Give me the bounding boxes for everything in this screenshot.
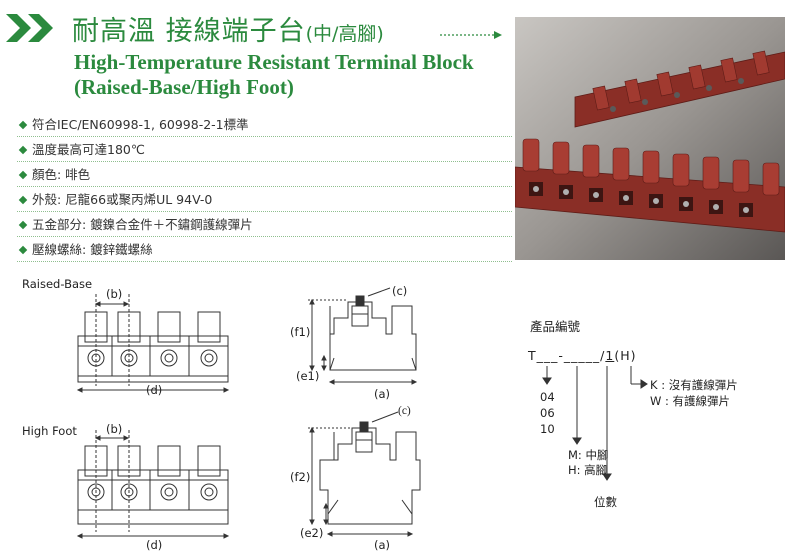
code-spring-k: K : 沒有護線彈片 — [650, 378, 738, 392]
spec-item: 顏色: 啡色 — [17, 162, 512, 187]
code-way-06: 06 — [540, 406, 555, 420]
spec-text: 符合IEC/EN60998-1, 60998-2-1標準 — [32, 117, 249, 132]
raised-base-dim-e1: (e1) — [296, 369, 320, 383]
code-suffix: (H) — [614, 348, 637, 363]
spec-item: 外殼: 尼龍66或聚丙烯UL 94V-0 — [17, 187, 512, 212]
spec-item: 符合IEC/EN60998-1, 60998-2-1標準 — [17, 112, 512, 137]
high-foot-dim-f2: (f2) — [290, 470, 311, 484]
high-foot-front-drawing — [76, 430, 230, 539]
high-foot-side-drawing — [308, 411, 421, 537]
spec-text: 五金部分: 鍍鎳合金件＋不鏽鋼護線彈片 — [32, 217, 253, 232]
page-subtitle-english: (Raised-Base/High Foot) — [74, 75, 294, 99]
high-foot-dim-d: (d) — [146, 538, 163, 552]
double-chevron-icon — [6, 14, 53, 42]
raised-base-front-drawing — [76, 294, 230, 393]
code-prefix: T___-_____/ — [528, 348, 606, 363]
code-height-h: H: 高腳 — [568, 463, 608, 477]
page-title-english: High-Temperature Resistant Terminal Bloc… — [74, 50, 474, 74]
raised-base-side-drawing — [308, 287, 418, 385]
raised-base-dim-c: (c) — [392, 284, 408, 298]
code-spring-w: W : 有護線彈片 — [650, 394, 731, 408]
spec-item: 壓線螺絲: 鍍鋅鐵螺絲 — [17, 237, 512, 262]
high-foot-dim-e2: (e2) — [300, 526, 324, 540]
product-code-title: 產品編號 — [530, 319, 581, 334]
product-code-arrows — [542, 366, 648, 481]
code-one: 1 — [605, 348, 615, 363]
high-foot-dim-b: (b) — [106, 422, 123, 436]
high-foot-dim-a: (a) — [374, 538, 391, 552]
spec-text: 顏色: 啡色 — [32, 167, 91, 182]
code-positions-label: 位數 — [594, 495, 617, 509]
title-zh-main: 耐高溫 接線端子台 — [72, 16, 306, 47]
bullet-diamond-icon — [18, 220, 28, 230]
bullet-diamond-icon — [18, 195, 28, 205]
terminal-block-photo — [515, 17, 785, 260]
raised-base-dim-f1: (f1) — [290, 325, 311, 339]
spec-text: 壓線螺絲: 鍍鋅鐵螺絲 — [32, 242, 153, 257]
code-height-m: M: 中腳 — [568, 448, 609, 462]
bullet-diamond-icon — [18, 245, 28, 255]
code-way-04: 04 — [540, 390, 555, 404]
raised-base-dim-a: (a) — [374, 387, 391, 401]
code-way-10: 10 — [540, 422, 555, 436]
title-zh-sub: (中/高腳) — [305, 23, 384, 45]
bullet-diamond-icon — [18, 120, 28, 130]
raised-base-title: Raised-Base — [22, 277, 93, 291]
high-foot-dim-c: (c) — [398, 405, 411, 417]
raised-base-dim-b: (b) — [106, 287, 123, 301]
bullet-diamond-icon — [18, 170, 28, 180]
bullet-diamond-icon — [18, 145, 28, 155]
spec-item: 五金部分: 鍍鎳合金件＋不鏽鋼護線彈片 — [17, 212, 512, 237]
spec-item: 溫度最高可達180℃ — [17, 137, 512, 162]
dotted-arrow-icon — [440, 31, 502, 39]
page-title-chinese: 耐高溫 接線端子台(中/高腳) — [72, 9, 384, 48]
spec-text: 溫度最高可達180℃ — [32, 142, 145, 157]
spec-list: 符合IEC/EN60998-1, 60998-2-1標準 溫度最高可達180℃ … — [17, 112, 512, 262]
raised-base-dim-d: (d) — [146, 383, 163, 397]
high-foot-title: High Foot — [22, 424, 77, 438]
product-code-pattern: T___-_____/1(H) — [528, 348, 636, 363]
spec-text: 外殼: 尼龍66或聚丙烯UL 94V-0 — [32, 192, 213, 207]
